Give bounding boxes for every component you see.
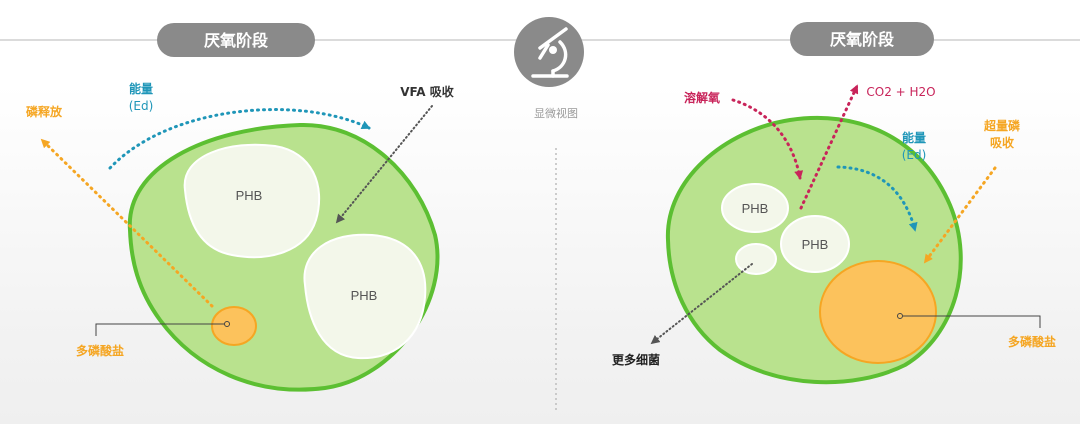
- vfa-uptake-arrow: [335, 105, 433, 224]
- microscope-badge-circle: [514, 17, 584, 87]
- polyphosphate-pointer-dot-right: [897, 313, 903, 319]
- vfa-uptake-label: VFA 吸收: [400, 84, 454, 99]
- right-stage-pill: [790, 22, 934, 56]
- energy-arrow-right: [836, 165, 918, 232]
- polyphosphate-label-left: 多磷酸盐: [76, 343, 124, 358]
- dissolved-oxygen-arrow: [731, 98, 804, 180]
- phb-label-left-1: PHB: [236, 188, 263, 203]
- phb-granule-right-3: [735, 243, 777, 275]
- co2-h2o-arrow: [799, 84, 859, 210]
- energy-symbol-right: (Ed): [902, 148, 927, 162]
- phosphorus-release-label: 磷释放: [26, 104, 63, 119]
- energy-label-right: 能量: [902, 130, 926, 145]
- center-microscope-badge: 显微视图: [514, 17, 584, 120]
- polyphosphate-granule-left: [211, 306, 257, 346]
- energy-label-left: 能量: [129, 81, 153, 96]
- phb-label-left-2: PHB: [351, 288, 378, 303]
- phb-granule-left-2: [303, 233, 427, 360]
- phosphorus-release-arrow: [40, 138, 214, 308]
- right-panel: 厌氧阶段 PHB PHB 多磷酸盐 溶解氧 CO2 + H2O 能量 (Ed) …: [612, 22, 1056, 385]
- polyphosphate-label-right: 多磷酸盐: [1008, 334, 1056, 349]
- energy-symbol-left: (Ed): [129, 99, 154, 113]
- polyphosphate-leader-left: [95, 323, 225, 336]
- left-panel: 厌氧阶段 PHB PHB 多磷酸盐 磷释放 能量 (Ed) VFA 吸收: [26, 23, 454, 392]
- luxury-uptake-arrow: [923, 166, 997, 264]
- luxury-uptake-label-1: 超量磷: [983, 118, 1021, 133]
- phb-label-right-2: PHB: [802, 237, 829, 252]
- right-stage-title: 厌氧阶段: [830, 30, 895, 49]
- microscope-view-label: 显微视图: [534, 106, 578, 120]
- phb-granule-right-2: [780, 215, 850, 273]
- energy-arrow-left: [108, 108, 371, 170]
- microscope-icon: [531, 27, 569, 78]
- more-bacteria-arrow: [650, 263, 753, 345]
- co2-h2o-label: CO2 + H2O: [866, 85, 935, 99]
- more-bacteria-label: 更多细菌: [612, 352, 660, 367]
- phb-granule-right-1: [721, 183, 789, 233]
- left-stage-title: 厌氧阶段: [204, 31, 269, 50]
- polyphosphate-leader-right: [903, 315, 1041, 328]
- luxury-uptake-label-2: 吸收: [990, 135, 1014, 150]
- dissolved-oxygen-label: 溶解氧: [684, 90, 720, 105]
- left-stage-pill: [157, 23, 315, 57]
- phb-label-right-1: PHB: [742, 201, 769, 216]
- polyphosphate-granule-right: [819, 260, 937, 364]
- phb-granule-left-1: [183, 143, 321, 259]
